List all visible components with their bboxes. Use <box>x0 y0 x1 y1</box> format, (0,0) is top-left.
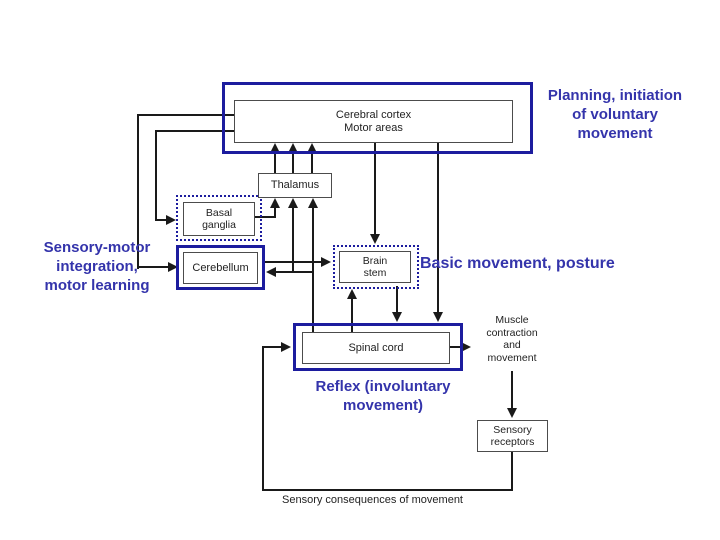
planning-annotation: Planning, initiation of voluntary moveme… <box>547 87 683 142</box>
spinal-to-thalamus-line <box>312 208 314 332</box>
cortex-to-brainstem-line <box>374 143 376 235</box>
thalamus-to-cortex-line-1 <box>274 153 276 173</box>
spinal-highlight-box <box>293 323 463 371</box>
feedback-loop-arrowhead <box>281 342 291 352</box>
cortex-to-spinal-line <box>437 143 439 313</box>
cortex-to-basal-line-h2 <box>155 219 168 221</box>
muscle-to-receptors-line <box>511 371 513 409</box>
feedback-loop-line-bottom <box>262 489 513 491</box>
cerebral-cortex-label: Cerebral cortex Motor areas <box>335 108 412 134</box>
reflex-annotation: Reflex (involuntary movement) <box>315 378 451 414</box>
feedback-loop-line-to-spinal <box>262 346 281 348</box>
ascending-to-thalamus-left-arrowhead <box>288 198 298 208</box>
thalamus-to-cortex-arrowhead-1 <box>270 143 280 153</box>
cerebellum-label: Cerebellum <box>192 261 249 274</box>
brain-stem-label: Brain stem <box>362 254 388 280</box>
sensorimotor-annotation: Sensory-motor integration, motor learnin… <box>43 239 151 294</box>
thalamus-to-cortex-line-2 <box>292 153 294 173</box>
cortex-to-spinal-arrowhead <box>433 312 443 322</box>
cerebellum-to-brainstem-line <box>264 261 322 263</box>
spinal-to-muscle-arrowhead <box>461 342 471 352</box>
ascending-to-thalamus-left-line <box>292 208 294 273</box>
cortex-to-basal-line-v <box>155 130 157 221</box>
cerebellum-highlight-box <box>176 245 265 290</box>
thalamus-box: Thalamus <box>258 173 332 198</box>
cortex-to-cerebellum-line-v <box>137 114 139 269</box>
cortex-to-basal-line-h1 <box>155 130 235 132</box>
sensory-receptors-box: Sensory receptors <box>477 420 548 452</box>
cortex-to-cerebellum-line-h2 <box>137 266 170 268</box>
cortex-to-cerebellum-line-h1 <box>137 114 235 116</box>
thalamus-to-cortex-arrowhead-3 <box>307 143 317 153</box>
cerebellum-to-brainstem-arrowhead <box>321 257 331 267</box>
cortex-to-brainstem-arrowhead <box>370 234 380 244</box>
cortex-to-basal-arrowhead <box>166 215 176 225</box>
brainstem-to-spinal-arrowhead <box>392 312 402 322</box>
planning-highlight-box <box>222 82 533 154</box>
basal-ganglia-box: Basal ganglia <box>183 202 255 236</box>
basal-to-thalamus-line-h <box>255 216 276 218</box>
spinal-to-brainstem-arrowhead <box>347 289 357 299</box>
spinal-cord-box: Spinal cord <box>302 332 450 364</box>
ascending-to-cerebellum-line <box>276 271 314 273</box>
spinal-to-muscle-line <box>450 346 462 348</box>
basic-movement-annotation: Basic movement, posture <box>420 255 615 272</box>
spinal-to-thalamus-arrowhead <box>308 198 318 208</box>
basal-to-thalamus-line-v <box>274 208 276 218</box>
brain-stem-box: Brain stem <box>339 251 411 283</box>
spinal-cord-label: Spinal cord <box>348 341 404 354</box>
cerebellum-box: Cerebellum <box>183 252 258 284</box>
thalamus-to-cortex-arrowhead-2 <box>288 143 298 153</box>
cerebral-cortex-box: Cerebral cortex Motor areas <box>234 100 513 143</box>
spinal-to-brainstem-line <box>351 299 353 332</box>
feedback-loop-line-v-left <box>262 346 264 491</box>
ascending-to-cerebellum-arrowhead <box>266 267 276 277</box>
muscle-contraction-label: Muscle contraction and movement <box>486 314 538 364</box>
brainstem-highlight-box <box>333 245 419 289</box>
sensory-consequences-label: Sensory consequences of movement <box>282 494 463 506</box>
cortex-to-cerebellum-arrowhead <box>168 262 178 272</box>
muscle-to-receptors-arrowhead <box>507 408 517 418</box>
sensory-receptors-label: Sensory receptors <box>490 423 535 449</box>
feedback-loop-line-v-right <box>511 452 513 491</box>
thalamus-to-cortex-line-3 <box>311 153 313 173</box>
basal-ganglia-highlight-box <box>176 195 262 241</box>
basal-to-thalamus-arrowhead <box>270 198 280 208</box>
brainstem-to-spinal-line <box>396 286 398 313</box>
basal-ganglia-label: Basal ganglia <box>202 206 236 232</box>
thalamus-label: Thalamus <box>270 179 320 191</box>
